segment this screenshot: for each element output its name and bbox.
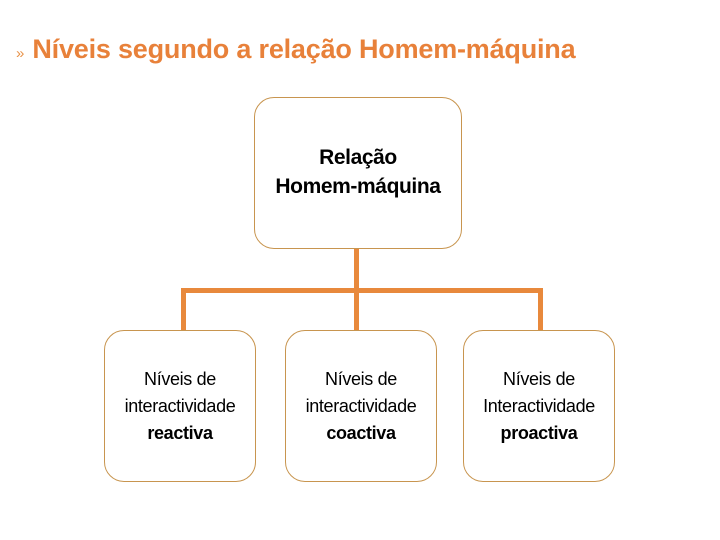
node-child-2-lead: Níveis de interactividade	[305, 368, 417, 416]
node-child-3-lead: Níveis de Interactividade	[483, 368, 595, 416]
node-child-3-emph: proactiva	[500, 422, 578, 443]
connector-drop-child-1	[181, 288, 186, 332]
connector-drop-child-3	[538, 288, 543, 332]
node-child-2-emph: coactiva	[326, 422, 396, 443]
node-child-2-label: Níveis de interactividade coactiva	[286, 366, 436, 447]
connector-root-stem	[354, 249, 359, 292]
node-nivel-reactiva[interactable]: Níveis de interactividade reactiva	[104, 330, 256, 482]
node-nivel-proactiva[interactable]: Níveis de Interactividade proactiva	[463, 330, 615, 482]
node-child-1-lead: Níveis de interactividade	[124, 368, 236, 416]
bullet-marker-icon: »	[16, 44, 25, 62]
connector-drop-child-2	[354, 288, 359, 332]
page-title-text: Níveis segundo a relação Homem-máquina	[32, 34, 576, 65]
page-title: » Níveis segundo a relação Homem-máquina	[16, 30, 706, 70]
node-child-3-label: Níveis de Interactividade proactiva	[464, 366, 614, 447]
node-child-1-label: Níveis de interactividade reactiva	[105, 366, 255, 447]
node-relacao-homem-maquina[interactable]: Relação Homem-máquina	[254, 97, 462, 249]
connector-horizontal-bar	[181, 288, 543, 293]
node-root-label: Relação Homem-máquina	[275, 146, 441, 198]
node-nivel-coactiva[interactable]: Níveis de interactividade coactiva	[285, 330, 437, 482]
node-child-1-emph: reactiva	[147, 422, 213, 443]
